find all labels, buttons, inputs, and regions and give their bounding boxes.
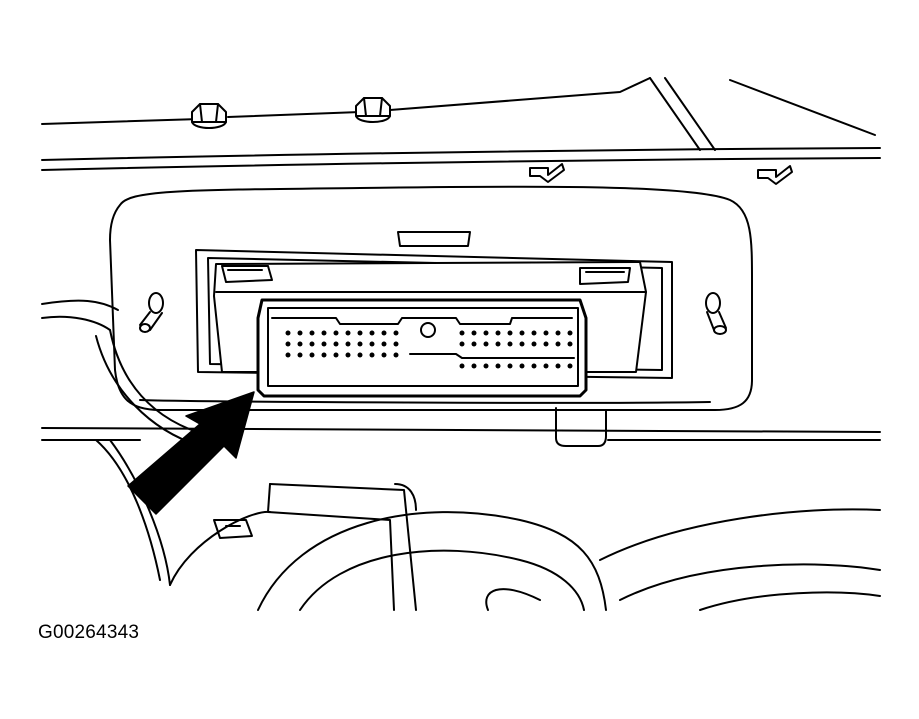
ecu-connector-icon bbox=[258, 300, 586, 396]
lower-tab bbox=[556, 408, 606, 446]
figure-caption: G00264343 bbox=[38, 622, 140, 643]
upper-panel-lines bbox=[42, 78, 880, 170]
stud-left-icon bbox=[140, 293, 163, 332]
bolt-right-icon bbox=[356, 98, 390, 122]
arrow-icon bbox=[128, 392, 254, 514]
steering-wheel bbox=[258, 509, 880, 610]
connector-pins bbox=[285, 330, 573, 369]
lower-bracket bbox=[96, 440, 416, 610]
bolt-left-icon bbox=[192, 104, 226, 128]
clip-right-icon bbox=[758, 166, 792, 184]
clip-left-icon bbox=[530, 164, 564, 182]
stud-right-icon bbox=[706, 293, 726, 334]
